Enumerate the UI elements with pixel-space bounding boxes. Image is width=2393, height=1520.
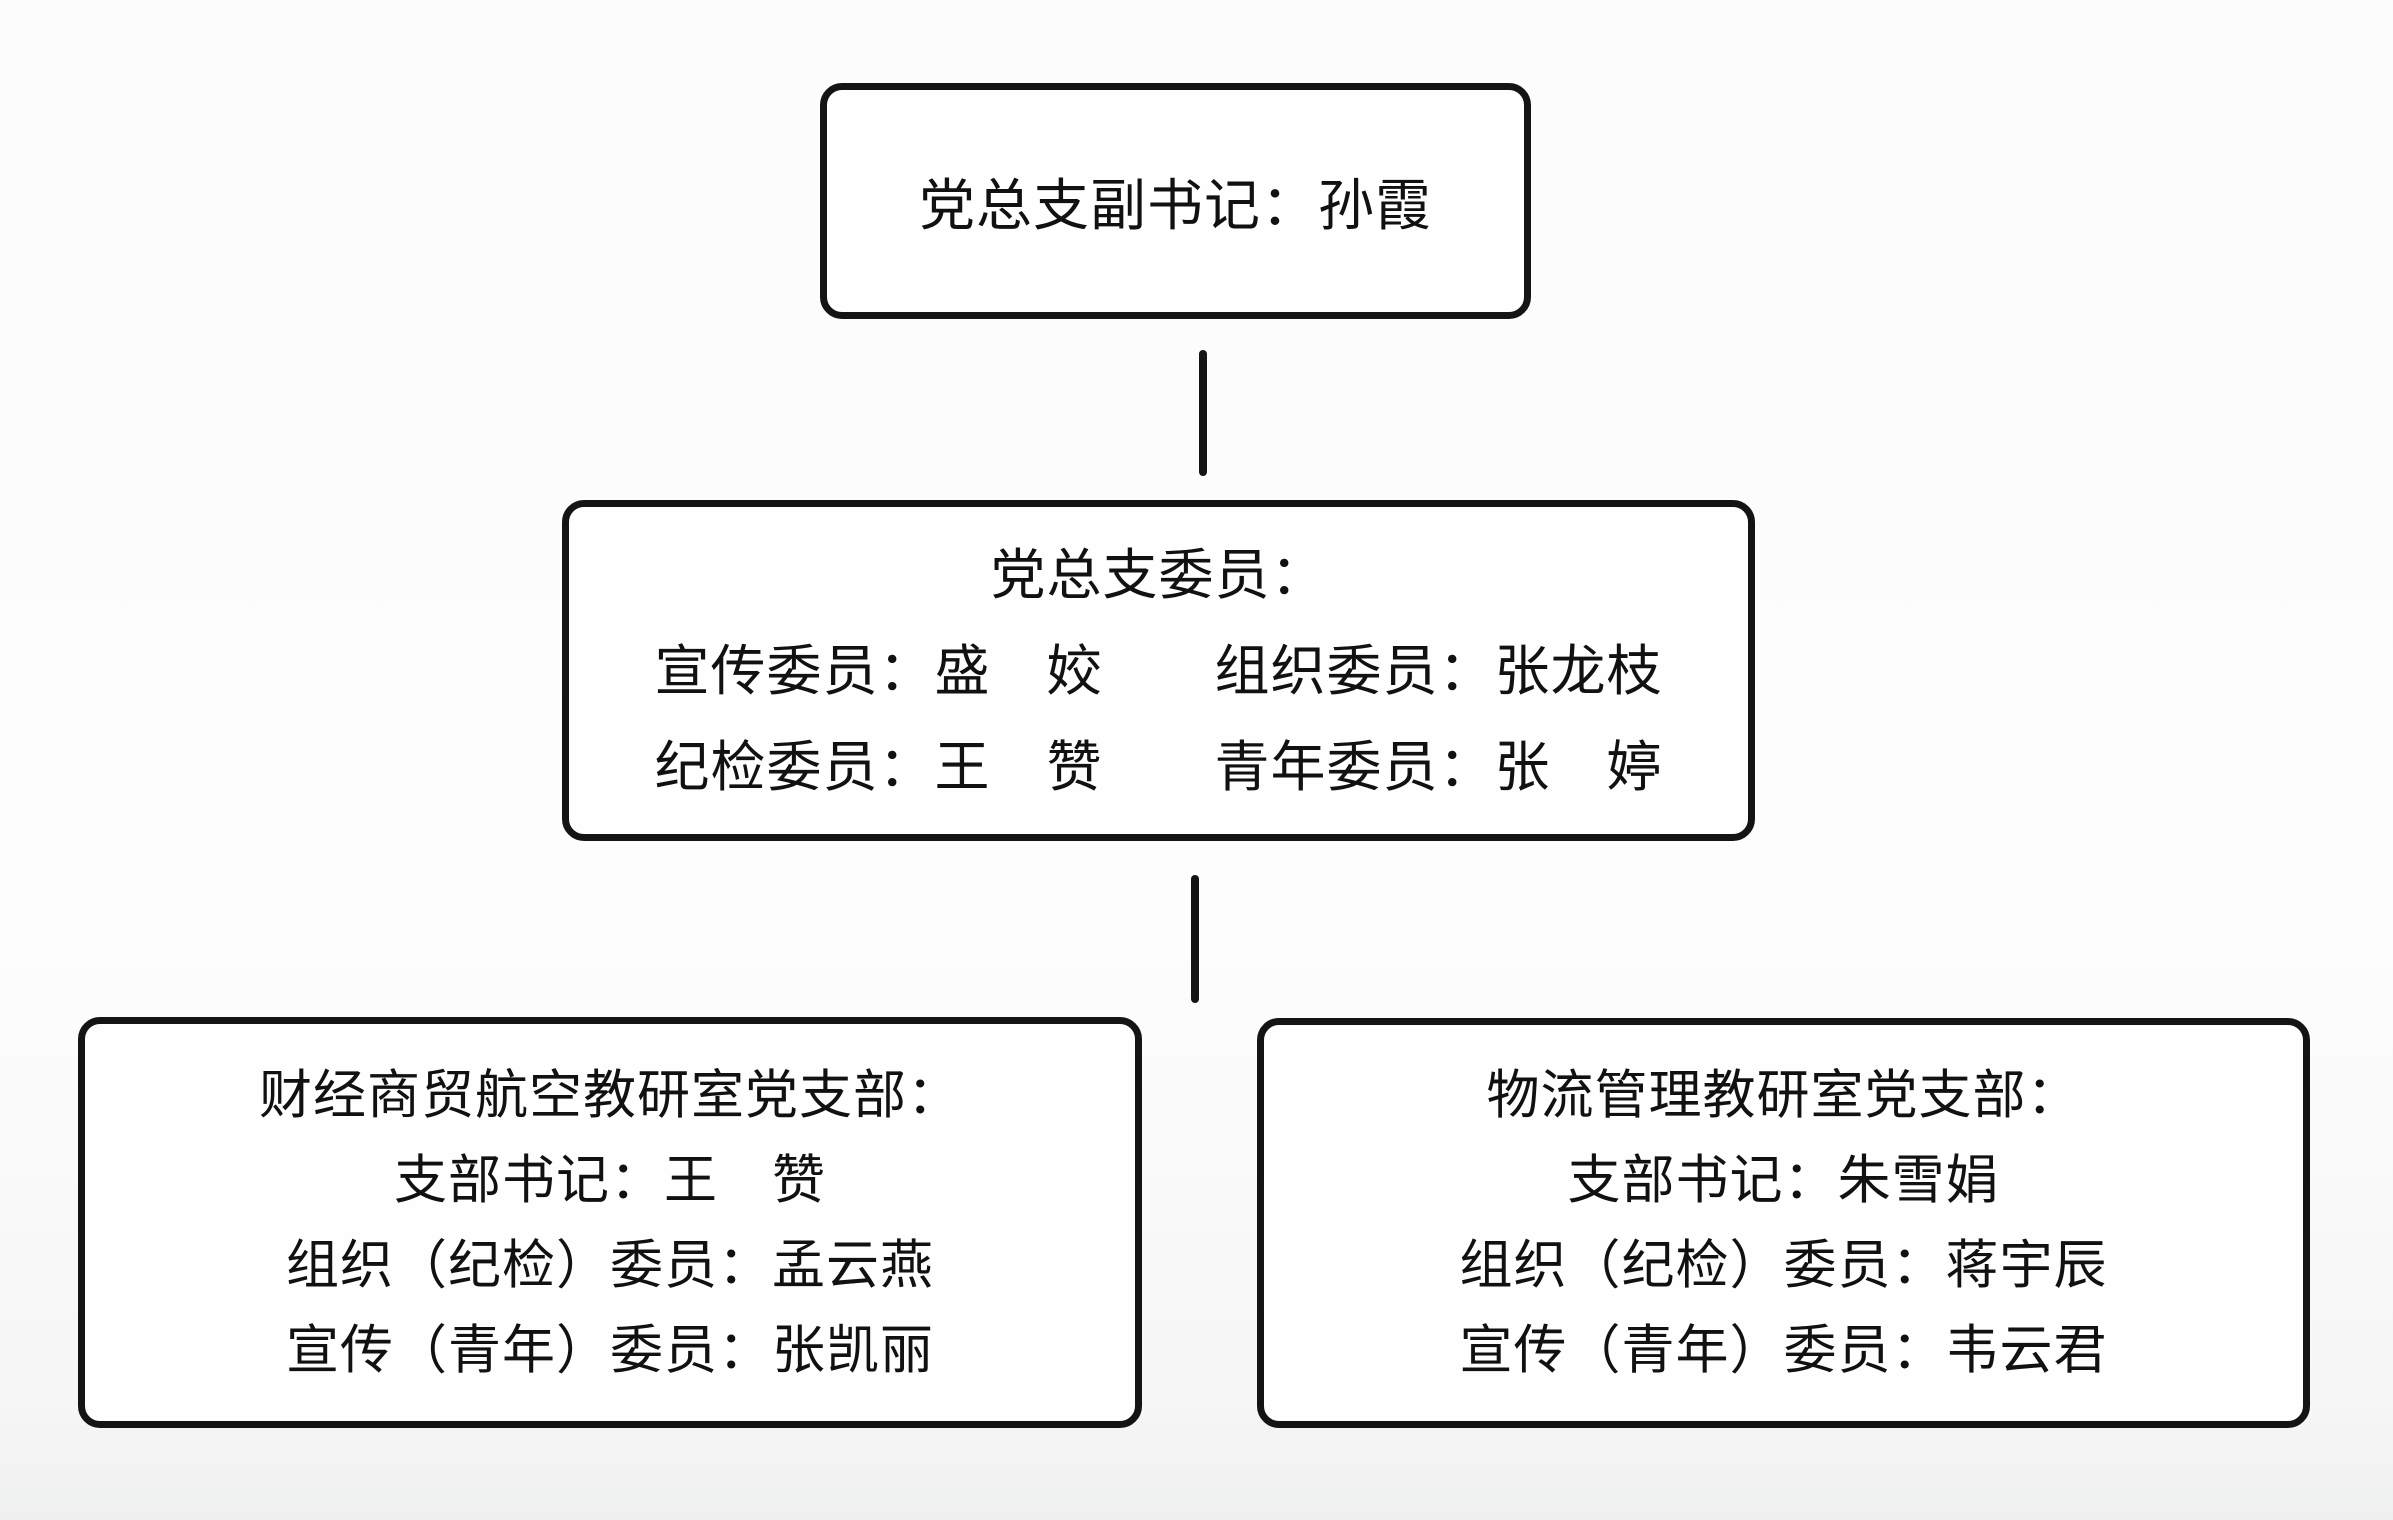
node-text-line: 组织（纪检）委员：蒋宇辰 — [1459, 1236, 2108, 1295]
node-text-line: 物流管理教研室党支部： — [1486, 1066, 2081, 1125]
node-text-line: 组织（纪检）委员：孟云燕 — [286, 1235, 934, 1295]
node-text-line: 党总支委员： — [990, 543, 1327, 606]
node-committee: 党总支委员： 宣传委员：盛 姣 组织委员：张龙枝 纪检委员：王 赞 青年委员：张… — [562, 500, 1755, 841]
node-text-line: 宣传（青年）委员：韦云君 — [1459, 1321, 2108, 1380]
node-text-line: 党总支副书记：孙霞 — [919, 173, 1432, 237]
node-text-line: 宣传委员：盛 姣 组织委员：张龙枝 — [654, 639, 1663, 702]
node-text-line: 宣传（青年）委员：张凯丽 — [286, 1320, 934, 1380]
node-text-line: 支部书记：王 赞 — [394, 1150, 826, 1210]
node-logistics-management-branch: 物流管理教研室党支部： 支部书记：朱雪娟 组织（纪检）委员：蒋宇辰 宣传（青年）… — [1257, 1018, 2310, 1428]
node-finance-trade-aviation-branch: 财经商贸航空教研室党支部： 支部书记：王 赞 组织（纪检）委员：孟云燕 宣传（青… — [78, 1017, 1142, 1428]
node-text-line: 支部书记：朱雪娟 — [1567, 1151, 2000, 1210]
node-text-line: 财经商贸航空教研室党支部： — [259, 1065, 961, 1125]
node-text-line: 纪检委员：王 赞 青年委员：张 婷 — [654, 735, 1663, 798]
connector-committee-to-branches — [1191, 875, 1199, 1003]
connector-top-to-committee — [1199, 350, 1207, 476]
node-deputy-secretary: 党总支副书记：孙霞 — [820, 83, 1531, 319]
